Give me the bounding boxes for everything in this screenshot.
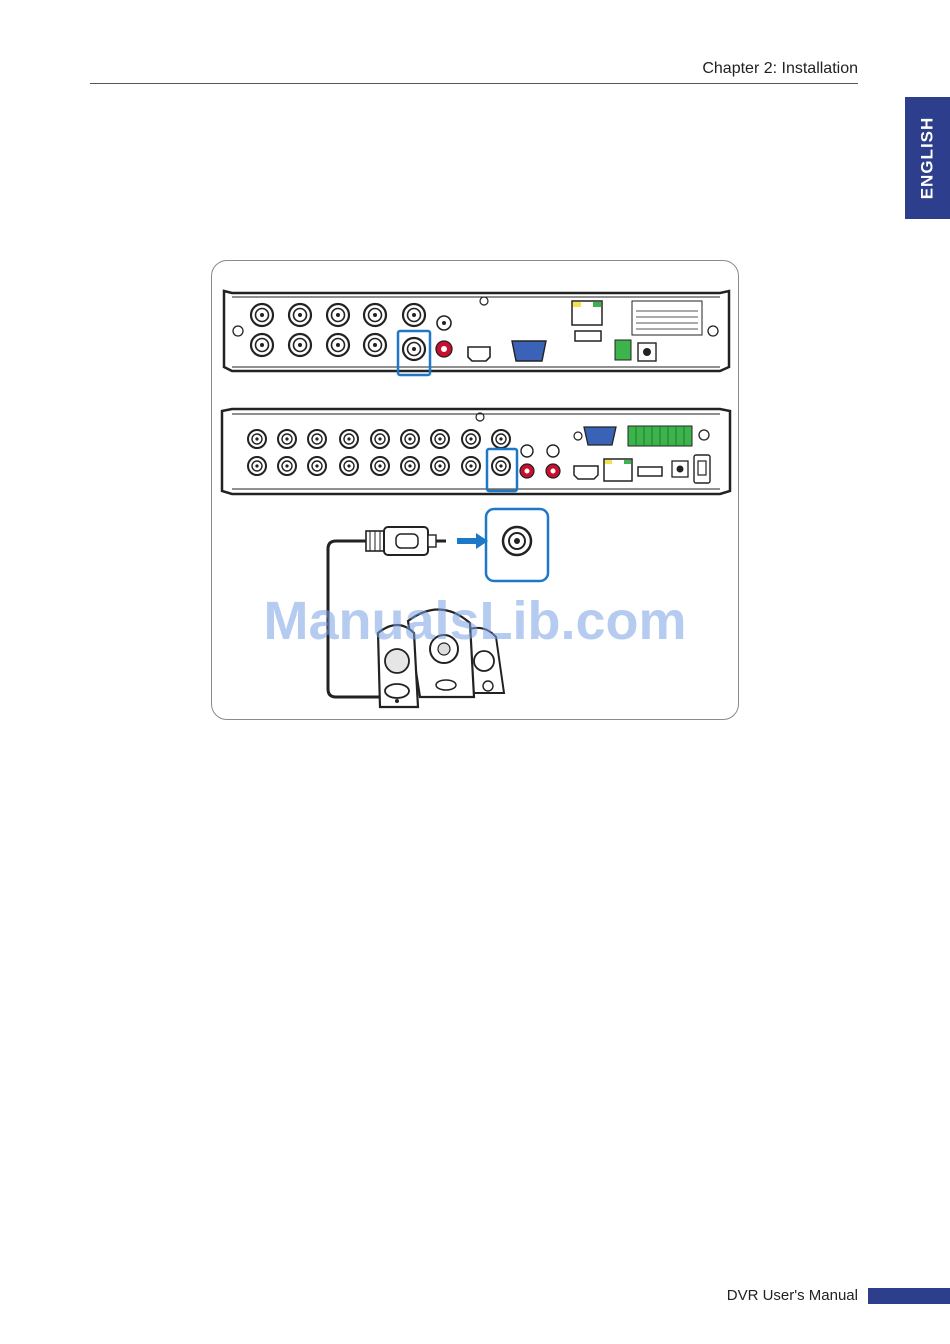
chapter-title: Chapter 2: Installation: [702, 60, 858, 78]
dvr-rear-panel-small: [224, 291, 729, 375]
footer-accent-bar: [868, 1288, 950, 1304]
header-divider: [90, 83, 858, 84]
footer-manual-title: DVR User's Manual: [727, 1287, 858, 1304]
language-tab-label: ENGLISH: [918, 117, 938, 200]
watermark: ManualsLib.com: [0, 590, 950, 652]
dvr-rear-panel-large: [222, 409, 730, 494]
dvr-audio-connection-illustration: [212, 261, 740, 721]
language-tab: ENGLISH: [905, 97, 950, 219]
